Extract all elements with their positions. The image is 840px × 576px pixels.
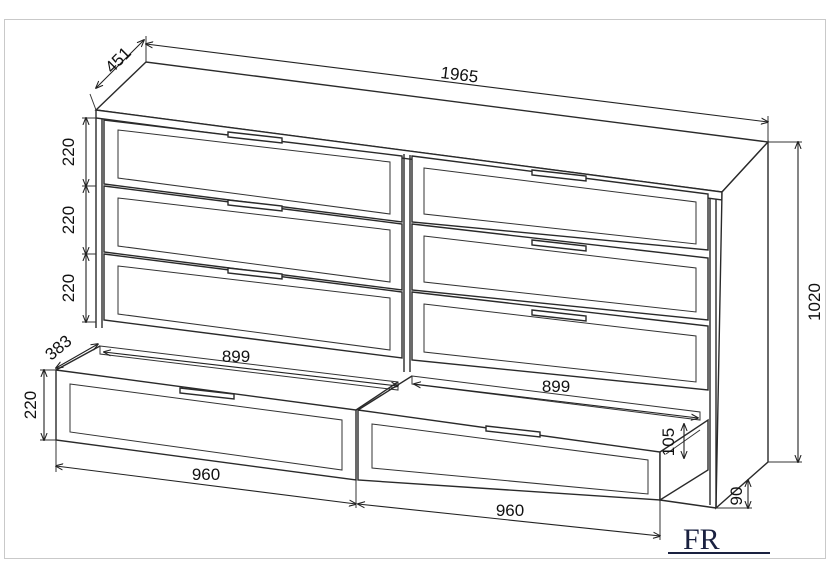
handle — [227, 131, 283, 144]
drawer-left-1 — [103, 119, 403, 223]
inner-width-left-label: 899 — [222, 347, 250, 366]
handle — [531, 309, 587, 322]
inner-width-right-dim — [414, 384, 698, 418]
drawer-right-3 — [411, 291, 709, 391]
total-width-dim — [146, 44, 768, 122]
handle — [227, 199, 283, 212]
open-drawer-height-label: 220 — [21, 391, 40, 419]
drawer-front — [357, 409, 661, 501]
side-height-label: 105 — [659, 428, 678, 456]
total-height-label: 1020 — [805, 283, 824, 321]
drawer-side — [659, 418, 709, 502]
depth-label: 451 — [101, 43, 134, 76]
front-width-left-label: 960 — [192, 465, 220, 484]
drawer-height-label-3: 220 — [59, 274, 78, 302]
handle — [179, 387, 235, 400]
drawer-column-right — [411, 155, 709, 391]
handle — [485, 425, 541, 438]
depth-dim — [96, 40, 144, 88]
brand-logo: FR — [668, 523, 770, 556]
open-drawer-depth-dim — [56, 344, 98, 368]
handle — [531, 169, 587, 182]
dimension-lines — [40, 36, 802, 540]
drawer-height-label-1: 220 — [59, 138, 78, 166]
front-width-left-dim — [56, 466, 356, 504]
plinth-height-label: 90 — [727, 487, 746, 506]
right-side-panel — [715, 140, 769, 510]
drawer-left-3 — [103, 253, 403, 359]
total-width-label: 1965 — [440, 63, 480, 86]
handle — [531, 239, 587, 252]
drawer-front — [55, 369, 357, 481]
drawer-right-1 — [411, 155, 709, 251]
front-width-right-label: 960 — [496, 501, 524, 520]
drawing-frame — [4, 19, 826, 559]
inner-width-right-label: 899 — [542, 377, 570, 396]
drawer-right-2 — [411, 223, 709, 321]
drawer-left-2 — [103, 185, 403, 291]
open-drawer-right — [357, 375, 709, 502]
handle — [227, 267, 283, 280]
logo-text: FR — [683, 523, 720, 556]
drawer-height-label-2: 220 — [59, 206, 78, 234]
inner-width-left-dim — [104, 352, 398, 386]
plinth-edge — [659, 499, 717, 509]
front-width-right-dim — [358, 504, 660, 536]
drawer-column-left — [103, 119, 403, 359]
